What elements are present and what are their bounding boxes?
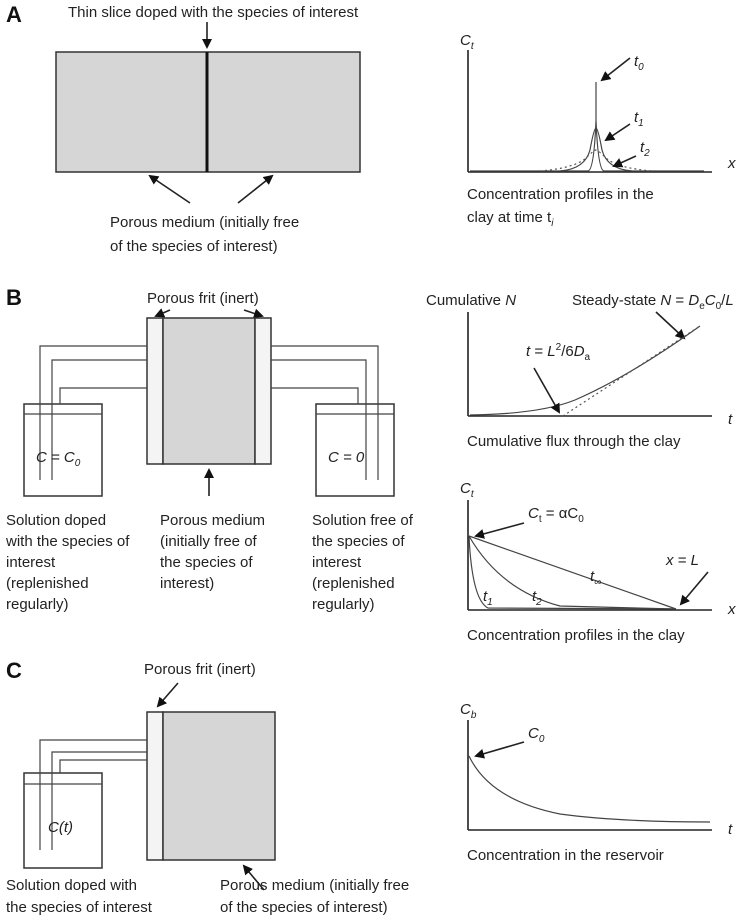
- b-prof-caption: Concentration profiles in the clay: [467, 627, 685, 644]
- b-right-note: Solution free of the species of interest…: [312, 512, 414, 613]
- thin-slice-note: Thin slice doped with the species of int…: [68, 4, 359, 21]
- c-c0-arrow: [474, 741, 525, 759]
- b-mid-note-line: the species of: [160, 554, 253, 571]
- b-mid-note-line: interest): [160, 575, 214, 592]
- b-time-lag-arrow: [533, 367, 560, 414]
- c-porous-medium: [162, 711, 276, 861]
- c-reservoir-chart: Cb C0 t Concentration in the reservoir: [460, 701, 733, 864]
- b-flux-chart: Cumulative N Steady-state N = DeC0/L t =…: [426, 292, 734, 450]
- b-flux-ylabel: Cumulative N: [426, 292, 516, 309]
- c-reservoir: [23, 772, 103, 869]
- b-left-note: Solution doped with the species of inter…: [5, 512, 130, 613]
- c-y-label: Cb: [460, 701, 477, 721]
- b-profile-chart: Ct Ct = αC0 x = L t1 t2 t∞ x Concentrati…: [460, 480, 736, 644]
- b-right-note-line: regularly): [312, 596, 375, 613]
- b-xL-label: x = L: [665, 552, 699, 569]
- panel-b: B Porous frit (inert) C = C0 C = 0 Solut…: [5, 285, 736, 644]
- a-label-t1: t1: [634, 109, 644, 129]
- a-arrow-t0: [600, 57, 631, 82]
- c-reservoir-label: C(t): [48, 819, 73, 836]
- c-right-note-line: Porous medium (initially free: [220, 877, 409, 894]
- medium-arrow-right: [237, 174, 274, 204]
- b-profile-t2: [468, 535, 677, 610]
- c-left-note-line: Solution doped with: [6, 877, 137, 894]
- b-frit-arrow-right: [243, 308, 264, 319]
- b-flux-x-label: t: [728, 411, 733, 428]
- medium-note-line2: of the species of interest): [110, 238, 278, 255]
- a-caption-line2: clay at time ti: [467, 209, 554, 229]
- a-label-t0: t0: [634, 53, 644, 73]
- c-frit-arrow: [156, 682, 179, 708]
- b-right-note-line: the species of: [312, 533, 405, 550]
- b-prof-y-label: Ct: [460, 480, 475, 500]
- b-right-note-line: interest: [312, 554, 362, 571]
- b-mid-note: Porous medium (initially free of the spe…: [160, 512, 265, 592]
- b-prof-x-label: x: [727, 601, 736, 618]
- b-right-note-line: Solution free of: [312, 512, 414, 529]
- b-profile-tinf: [468, 535, 677, 610]
- c-frit: [146, 711, 164, 861]
- b-label-t1: t1: [483, 588, 493, 608]
- b-label-t2: t2: [532, 588, 542, 608]
- panel-c: C Porous frit (inert) C(t) Solution dope…: [6, 658, 733, 916]
- a-arrow-t1: [604, 123, 631, 142]
- a-label-t2: t2: [640, 139, 650, 159]
- c-left-note-line: the species of interest: [6, 899, 153, 916]
- panel-b-label: B: [6, 285, 22, 310]
- c-decay-curve: [468, 755, 711, 823]
- b-xL-arrow: [679, 571, 709, 606]
- a-x-label: x: [727, 155, 736, 172]
- medium-note-line1: Porous medium (initially free: [110, 214, 299, 231]
- b-right-reservoir-label: C = 0: [328, 449, 365, 466]
- c-frit-note: Porous frit (inert): [144, 661, 256, 678]
- b-ct-eq-label: Ct = αC0: [528, 505, 584, 525]
- b-steady-asymptote: [562, 325, 701, 417]
- c-medium-arrow: [242, 864, 265, 891]
- a-arrow-t2: [612, 155, 637, 168]
- c-x-label: t: [728, 821, 733, 838]
- b-left-reservoir-label: C = C0: [36, 449, 81, 469]
- b-left-tubes: [39, 345, 147, 480]
- b-left-note-line: Solution doped: [6, 512, 106, 529]
- panel-a-label: A: [6, 2, 22, 27]
- b-label-tinf: t∞: [590, 568, 601, 588]
- b-left-reservoir: [23, 403, 103, 497]
- b-steady-arrow: [655, 311, 686, 340]
- panel-a-chart: Ct x t0 t1 t2 Concentration profiles in …: [460, 32, 736, 229]
- c-caption: Concentration in the reservoir: [467, 847, 664, 864]
- b-left-note-line: interest: [6, 554, 56, 571]
- b-mid-note-line: Porous medium: [160, 512, 265, 529]
- b-frit-arrow-left: [154, 308, 171, 318]
- b-left-note-line: with the species of: [5, 533, 130, 550]
- b-porous-medium: [162, 317, 256, 465]
- panel-a: A Thin slice doped with the species of i…: [6, 2, 736, 255]
- b-frit-right: [254, 317, 272, 465]
- panel-c-label: C: [6, 658, 22, 683]
- b-profile-t1: [468, 535, 677, 610]
- a-profile-t1: [559, 127, 633, 172]
- c-tubes: [39, 739, 147, 850]
- a-profile-t0: [470, 82, 704, 172]
- b-flux-caption: Cumulative flux through the clay: [467, 433, 681, 450]
- a-caption-line1: Concentration profiles in the: [467, 186, 654, 203]
- b-frit-left: [146, 317, 164, 465]
- b-steady-state-label: Steady-state N = DeC0/L: [572, 292, 734, 312]
- b-right-note-line: (replenished: [312, 575, 395, 592]
- a-profile-t2: [539, 149, 653, 172]
- b-flux-curve: [469, 325, 701, 416]
- b-right-tubes: [271, 345, 379, 480]
- a-y-label: Ct: [460, 32, 475, 52]
- medium-arrow-left: [148, 174, 191, 204]
- b-right-reservoir: [315, 403, 395, 497]
- b-mid-note-line: (initially free of: [160, 533, 258, 550]
- b-frit-note: Porous frit (inert): [147, 290, 259, 307]
- b-ct-arrow: [474, 522, 525, 539]
- b-left-note-line: (replenished: [6, 575, 89, 592]
- b-time-lag-label: t = L2/6Da: [526, 342, 591, 363]
- b-left-note-line: regularly): [6, 596, 69, 613]
- c-c0-label: C0: [528, 725, 545, 745]
- c-right-note-line: of the species of interest): [220, 899, 388, 916]
